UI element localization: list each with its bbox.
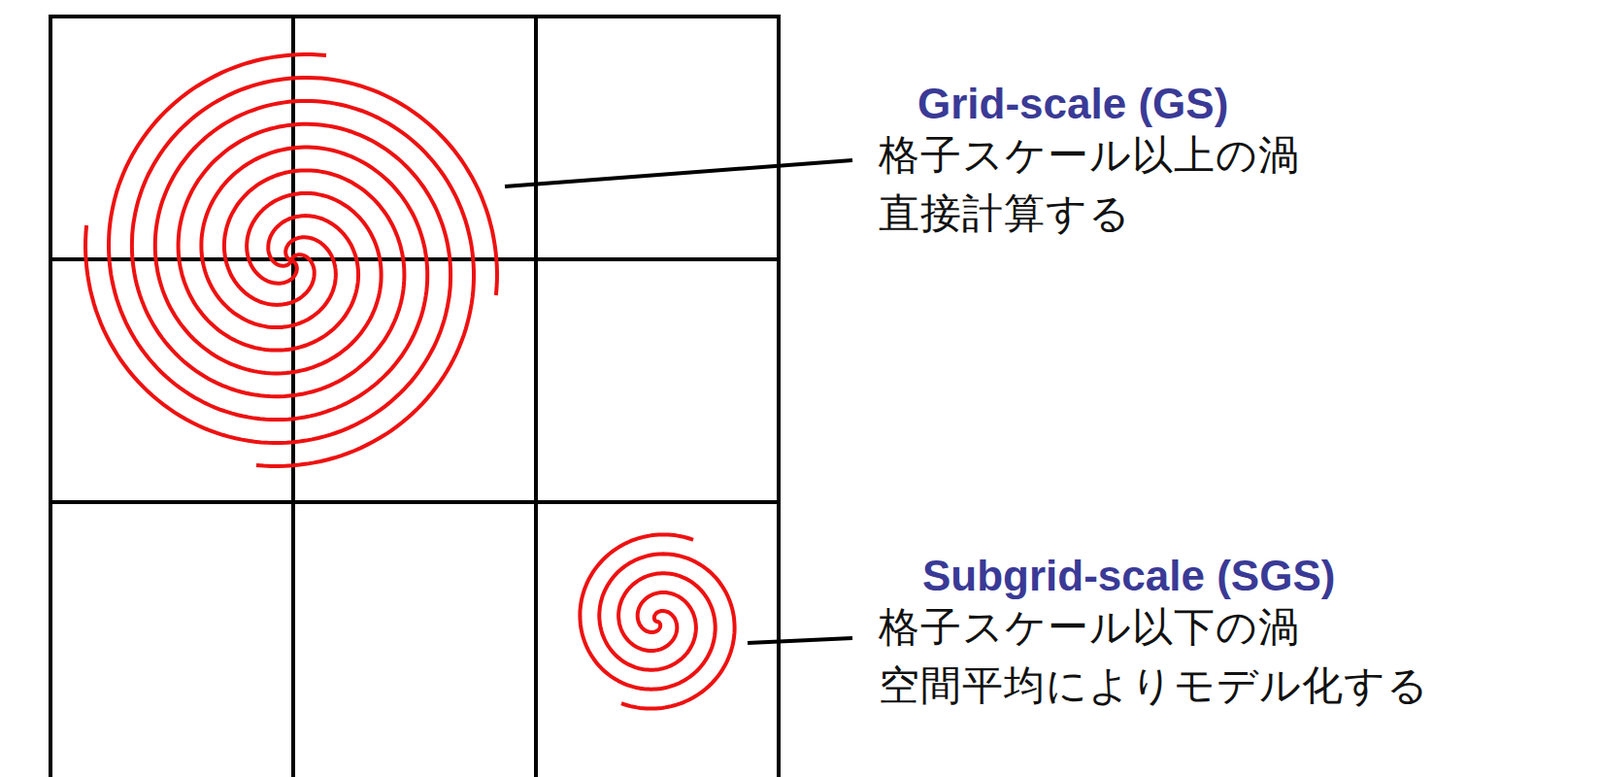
spiral-arm [579,533,715,689]
grid-lines [48,16,781,777]
scale-heading: Subgrid-scale (SGS) [922,551,1335,601]
spiral-arm [132,77,498,397]
grid-line [48,16,53,777]
description-text: 空間平均によりモデル化する [878,662,1430,709]
description-text: 格子スケール以下の渦 [878,603,1300,651]
grid-line [48,257,781,262]
grid-line [533,16,538,777]
leader-line [504,160,853,187]
grid-line [48,14,781,19]
description-text: 格子スケール以上の渦 [878,132,1300,179]
spiral-arm [108,54,428,420]
grid-line [48,500,781,504]
grid-line [776,16,781,777]
eddy-spirals [85,54,735,709]
scale-heading: Grid-scale (GS) [917,79,1229,130]
description-text: 直接計算する [878,190,1132,237]
leader-line [747,637,853,643]
